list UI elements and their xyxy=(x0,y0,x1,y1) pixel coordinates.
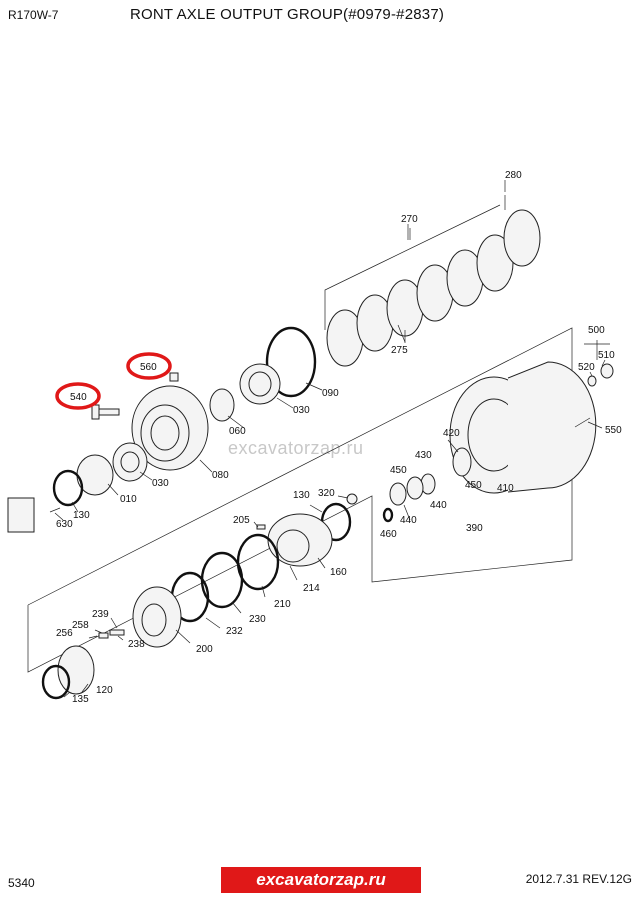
carrier-200 xyxy=(132,586,182,648)
group-boundary xyxy=(27,327,573,673)
nut-560 xyxy=(169,372,179,382)
part-label: 010 xyxy=(120,494,137,505)
part-label: 520 xyxy=(578,362,595,373)
plug-510 xyxy=(600,363,614,379)
bolt-540 xyxy=(91,404,120,420)
model-label: R170W-7 xyxy=(8,8,59,22)
part-label: 214 xyxy=(303,583,320,594)
brake-housing-410 xyxy=(449,361,597,494)
part-label: 280 xyxy=(505,170,522,181)
part-label: 460 xyxy=(380,529,397,540)
seal-ring-090 xyxy=(265,326,317,398)
ring-060 xyxy=(209,388,235,422)
part-label: 210 xyxy=(274,599,291,610)
part-label: 230 xyxy=(249,614,266,625)
page-title: RONT AXLE OUTPUT GROUP(#0979-#2837) xyxy=(130,6,445,23)
part-label: 510 xyxy=(598,350,615,361)
part-label: 130 xyxy=(293,490,310,501)
part-label: 030 xyxy=(152,478,169,489)
ring-450 xyxy=(389,482,407,506)
part-label: 270 xyxy=(401,214,418,225)
pin-205 xyxy=(256,524,266,530)
part-label: 440 xyxy=(430,500,447,511)
page-number: 5340 xyxy=(8,876,35,890)
part-label: 060 xyxy=(229,426,246,437)
part-label: 430 xyxy=(415,450,432,461)
part-label: 540 xyxy=(70,392,87,403)
clutch-disc-stack xyxy=(324,195,541,367)
part-label: 258 xyxy=(72,620,89,631)
part-label: 500 xyxy=(588,325,605,336)
part-label: 239 xyxy=(92,609,109,620)
part-label: 630 xyxy=(56,519,73,530)
part-label: 410 xyxy=(497,483,514,494)
bolt-550 xyxy=(574,417,591,428)
part-label: 256 xyxy=(56,628,73,639)
gear-carrier-214 xyxy=(267,513,333,567)
part-label: 450 xyxy=(465,480,482,491)
part-label: 080 xyxy=(212,470,229,481)
shaft-spline xyxy=(7,497,35,533)
pin-258 xyxy=(98,632,109,639)
seal-ring-210 xyxy=(236,533,280,591)
revision-date: 2012.7.31 REV.12G xyxy=(525,872,632,886)
part-label: 205 xyxy=(233,515,250,526)
gear-420 xyxy=(452,447,472,477)
part-label: 420 xyxy=(443,428,460,439)
part-label: 135 xyxy=(72,694,89,705)
ring-460 xyxy=(382,507,394,523)
highlight-540 xyxy=(55,382,101,410)
part-label: 232 xyxy=(226,626,243,637)
part-label: 390 xyxy=(466,523,483,534)
ring-gear-120 xyxy=(57,645,95,695)
o-ring-135 xyxy=(41,664,71,700)
part-label: 238 xyxy=(128,639,145,650)
part-label: 160 xyxy=(330,567,347,578)
part-label: 550 xyxy=(605,425,622,436)
brand-logo[interactable]: excavatorzap.ru xyxy=(221,867,421,893)
part-label: 130 xyxy=(73,510,90,521)
part-label: 090 xyxy=(322,388,339,399)
washer-520 xyxy=(587,375,597,387)
part-label: 200 xyxy=(196,644,213,655)
o-ring-130-left xyxy=(52,469,84,507)
part-label: 450 xyxy=(390,465,407,476)
part-label: 320 xyxy=(318,488,335,499)
watermark-text: excavatorzap.ru xyxy=(228,438,364,458)
hub-housing-080 xyxy=(131,385,209,471)
part-label: 120 xyxy=(96,685,113,696)
leader-lines xyxy=(54,180,606,698)
part-label: 275 xyxy=(391,345,408,356)
ring-440 xyxy=(406,476,424,500)
part-label: 440 xyxy=(400,515,417,526)
washer-320 xyxy=(346,493,358,505)
part-numbers: 280 270 275 090 030 060 560 540 080 030 … xyxy=(56,170,622,705)
pin-256 xyxy=(88,635,98,639)
part-label: 030 xyxy=(293,405,310,416)
highlight-560 xyxy=(126,352,172,380)
spring-238 xyxy=(109,629,125,636)
bolt-630 xyxy=(49,507,61,513)
part-label: 560 xyxy=(140,362,157,373)
